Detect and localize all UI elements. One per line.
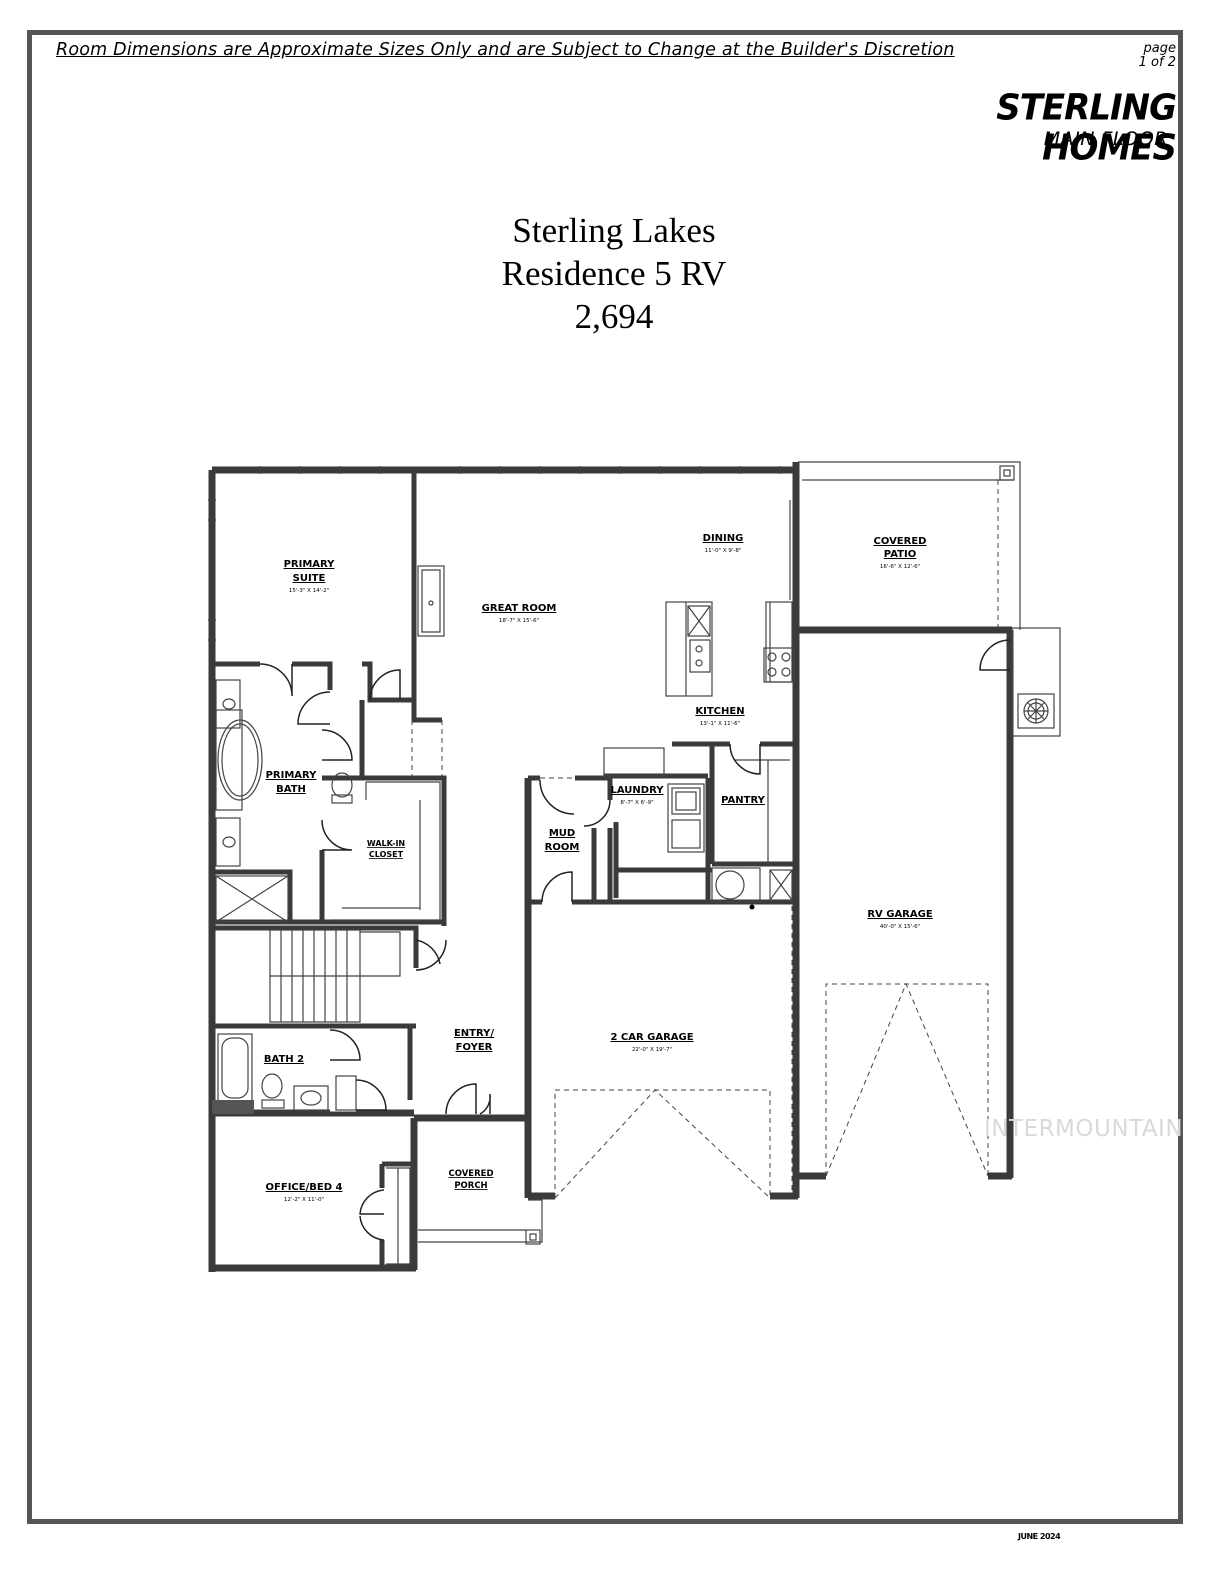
model-name: Residence 5 RV <box>501 254 727 293</box>
brand-logo: STERLING HOMES <box>996 87 1177 169</box>
page-count: 1 of 2 <box>1138 55 1176 70</box>
label-office: OFFICE/BED 4 <box>266 1182 343 1193</box>
page-border <box>27 30 1183 1524</box>
label-rv-garage: RV GARAGE <box>867 909 933 920</box>
label-primary-bath-1: PRIMARY <box>266 770 318 781</box>
label-covered-patio-1: COVERED <box>874 536 927 547</box>
label-bath-2: BATH 2 <box>264 1054 304 1065</box>
room-labels: PRIMARY SUITE 15'-3" X 14'-2" GREAT ROOM… <box>264 533 933 1203</box>
page-number: page 1 of 2 <box>1120 42 1176 70</box>
dims-two-car-garage: 22'-0" X 19'-7" <box>632 1047 672 1053</box>
dims-office: 12'-2" X 11'-0" <box>284 1197 324 1203</box>
dims-rv-garage: 40'-0" X 15'-6" <box>880 924 920 930</box>
square-footage: 2,694 <box>574 297 654 336</box>
post-marker <box>749 904 755 910</box>
label-entry-1: ENTRY/ <box>454 1028 494 1039</box>
watermark: INTERMOUNTAIN <box>984 1116 1184 1142</box>
label-covered-porch-1: COVERED <box>448 1169 493 1179</box>
page-label: page <box>1143 41 1176 56</box>
label-walk-in-1: WALK-IN <box>367 839 405 848</box>
dims-laundry: 8'-7" X 6'-9" <box>620 800 653 806</box>
dims-covered-patio: 16'-6" X 12'-6" <box>880 564 920 570</box>
label-walk-in-2: CLOSET <box>369 850 404 859</box>
dims-dining: 11'-0" X 9'-8" <box>705 548 742 554</box>
label-primary-suite-2: SUITE <box>293 573 326 584</box>
label-dining: DINING <box>703 533 744 544</box>
dims-primary-suite: 15'-3" X 14'-2" <box>289 588 329 594</box>
detail-lines <box>208 461 1061 1265</box>
label-pantry: PANTRY <box>721 795 765 806</box>
dashed-lines <box>411 480 999 1199</box>
label-covered-patio-2: PATIO <box>884 549 916 560</box>
dims-great-room: 18'-7" X 15'-6" <box>499 618 539 624</box>
label-kitchen: KITCHEN <box>695 706 744 717</box>
label-entry-2: FOYER <box>456 1042 493 1053</box>
dims-kitchen: 13'-1" X 11'-6" <box>700 721 740 727</box>
label-mud-room-1: MUD <box>549 828 575 839</box>
disclaimer-text: Room Dimensions are Approximate Sizes On… <box>56 40 955 60</box>
label-great-room: GREAT ROOM <box>482 603 557 614</box>
label-primary-suite-1: PRIMARY <box>284 559 336 570</box>
label-laundry: LAUNDRY <box>611 785 665 796</box>
label-mud-room-2: ROOM <box>545 842 580 853</box>
floor-label: MAIN FLOOR <box>1043 128 1168 150</box>
label-covered-porch-2: PORCH <box>454 1181 487 1191</box>
doors <box>259 639 1011 1241</box>
label-two-car-garage: 2 CAR GARAGE <box>610 1032 693 1043</box>
wall-fill <box>212 1100 254 1114</box>
date-stamp: JUNE 2024 <box>1018 1532 1061 1541</box>
interior-walls <box>212 470 796 1270</box>
community-name: Sterling Lakes <box>512 211 716 250</box>
label-primary-bath-2: BATH <box>276 784 306 795</box>
